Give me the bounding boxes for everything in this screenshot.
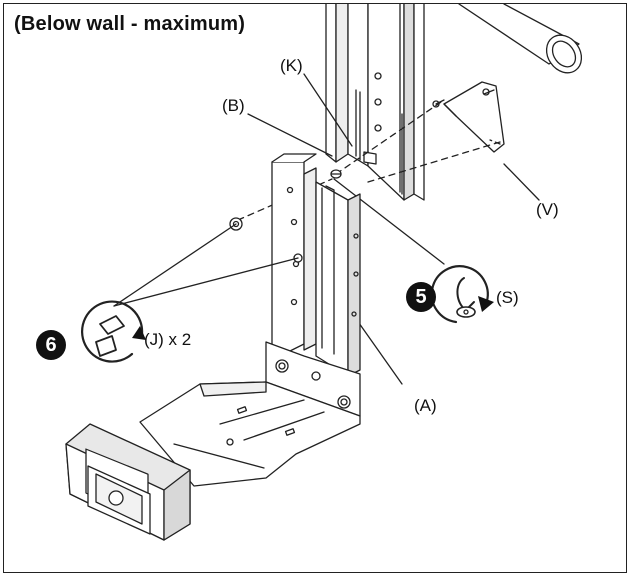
wall-column — [325, 4, 425, 201]
bracket-v — [432, 81, 505, 153]
leader-k — [303, 73, 353, 147]
step-6-badge: 6 — [36, 330, 66, 360]
bracket-a — [139, 153, 361, 487]
assembly-illustration — [65, 4, 583, 541]
step-5-badge: 5 — [406, 282, 436, 312]
label-a: (A) — [414, 396, 437, 415]
label-v: (V) — [536, 200, 559, 219]
leader-j-1 — [113, 223, 237, 307]
label-s: (S) — [496, 288, 519, 307]
page-title: (Below wall - maximum) — [14, 13, 246, 35]
leader-v — [503, 163, 540, 201]
label-k: (K) — [280, 56, 303, 75]
leader-b — [247, 113, 333, 157]
leader-j-2 — [113, 257, 299, 307]
screw-s — [330, 169, 342, 179]
foot-handle — [65, 423, 191, 541]
pipe — [458, 4, 583, 74]
label-b: (B) — [222, 96, 245, 115]
leader-s — [333, 178, 445, 265]
diagram-frame: (Below wall - maximum) (K) (B) (V) (S) (… — [3, 3, 627, 573]
screw-turn-icon — [81, 300, 146, 363]
label-j: (J) x 2 — [144, 330, 192, 349]
wrench-turn-icon — [430, 265, 494, 324]
